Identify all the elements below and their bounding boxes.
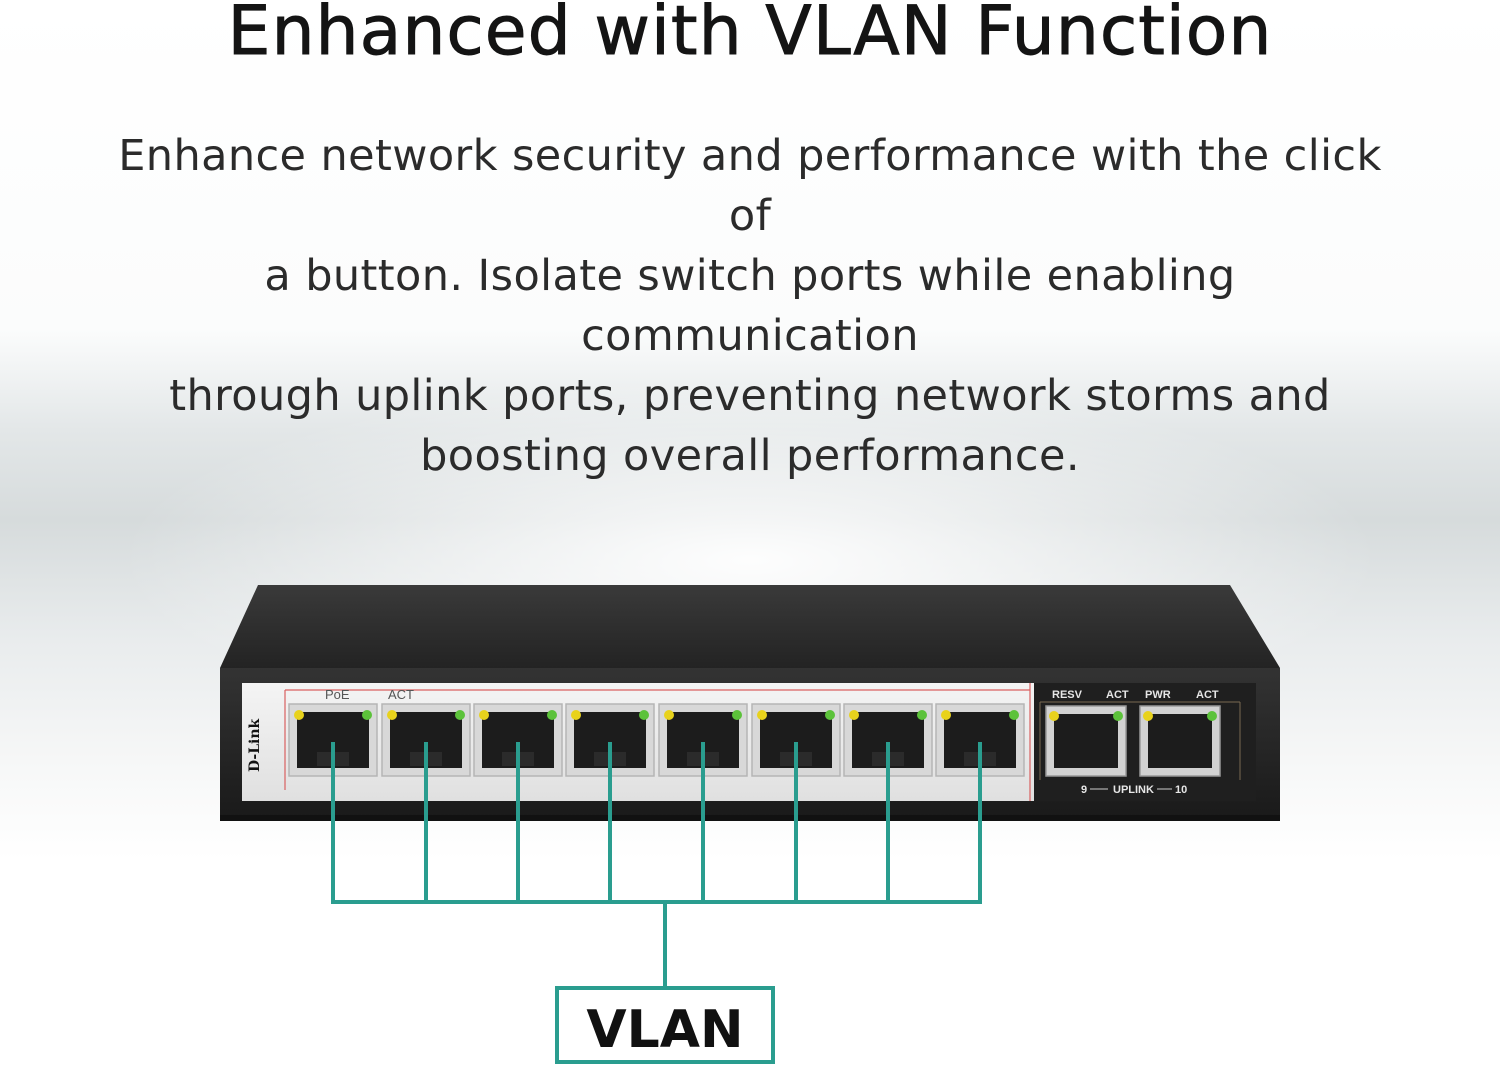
led-right bbox=[1113, 711, 1123, 721]
poe-led bbox=[757, 710, 767, 720]
description: Enhance network security and performance… bbox=[95, 126, 1405, 486]
act-label-uplink-1: ACT bbox=[1106, 689, 1129, 701]
description-line-4: boosting overall performance. bbox=[420, 431, 1080, 481]
act-led bbox=[547, 710, 557, 720]
poe-label: PoE bbox=[325, 687, 350, 702]
act-label: ACT bbox=[388, 687, 414, 702]
poe-led bbox=[664, 710, 674, 720]
act-led bbox=[455, 710, 465, 720]
act-led bbox=[825, 710, 835, 720]
poe-led bbox=[479, 710, 489, 720]
poe-led bbox=[387, 710, 397, 720]
vlan-box: VLAN bbox=[555, 986, 775, 1064]
act-label-uplink-2: ACT bbox=[1196, 689, 1219, 701]
vlan-box-frame bbox=[555, 986, 775, 1064]
vlan-connection-lines bbox=[331, 742, 982, 988]
poe-led bbox=[941, 710, 951, 720]
uplink-port-9 bbox=[1045, 705, 1127, 777]
pwr-label: PWR bbox=[1145, 689, 1171, 701]
lan-port-1 bbox=[288, 703, 378, 777]
page-title: Enhanced with VLAN Function bbox=[227, 0, 1273, 71]
uplink-frame-lines bbox=[1039, 701, 1241, 780]
led-left bbox=[1049, 711, 1059, 721]
resv-label: RESV bbox=[1052, 689, 1083, 701]
uplink-label: UPLINK bbox=[1113, 784, 1154, 796]
description-line-3: through uplink ports, preventing network… bbox=[169, 371, 1331, 421]
uplink-port-9-number: 9 bbox=[1081, 784, 1087, 796]
act-led bbox=[639, 710, 649, 720]
brand-logo: D-Link bbox=[247, 718, 263, 772]
led-right bbox=[1207, 711, 1217, 721]
lan-port-8 bbox=[935, 703, 1025, 777]
uplink-port-10 bbox=[1139, 705, 1221, 777]
act-led bbox=[362, 710, 372, 720]
network-switch: D-Link PoE ACT RESV ACT PWR ACT 9 UPLINK… bbox=[220, 585, 1280, 821]
panel-red-trace bbox=[284, 683, 1031, 801]
switch-top bbox=[220, 585, 1280, 668]
description-line-2: a button. Isolate switch ports while ena… bbox=[264, 251, 1236, 361]
poe-led bbox=[571, 710, 581, 720]
led-left bbox=[1143, 711, 1153, 721]
uplink-port-10-number: 10 bbox=[1175, 784, 1187, 796]
vlan-label: VLAN bbox=[586, 1000, 743, 1060]
poe-led bbox=[849, 710, 859, 720]
act-led bbox=[917, 710, 927, 720]
act-led bbox=[1009, 710, 1019, 720]
act-led bbox=[732, 710, 742, 720]
switch-base-shadow bbox=[220, 815, 1280, 821]
uplink-port-group bbox=[1045, 705, 1221, 777]
port-socket bbox=[1054, 714, 1118, 768]
port-socket bbox=[1148, 714, 1212, 768]
description-line-1: Enhance network security and performance… bbox=[118, 131, 1382, 241]
poe-led bbox=[294, 710, 304, 720]
